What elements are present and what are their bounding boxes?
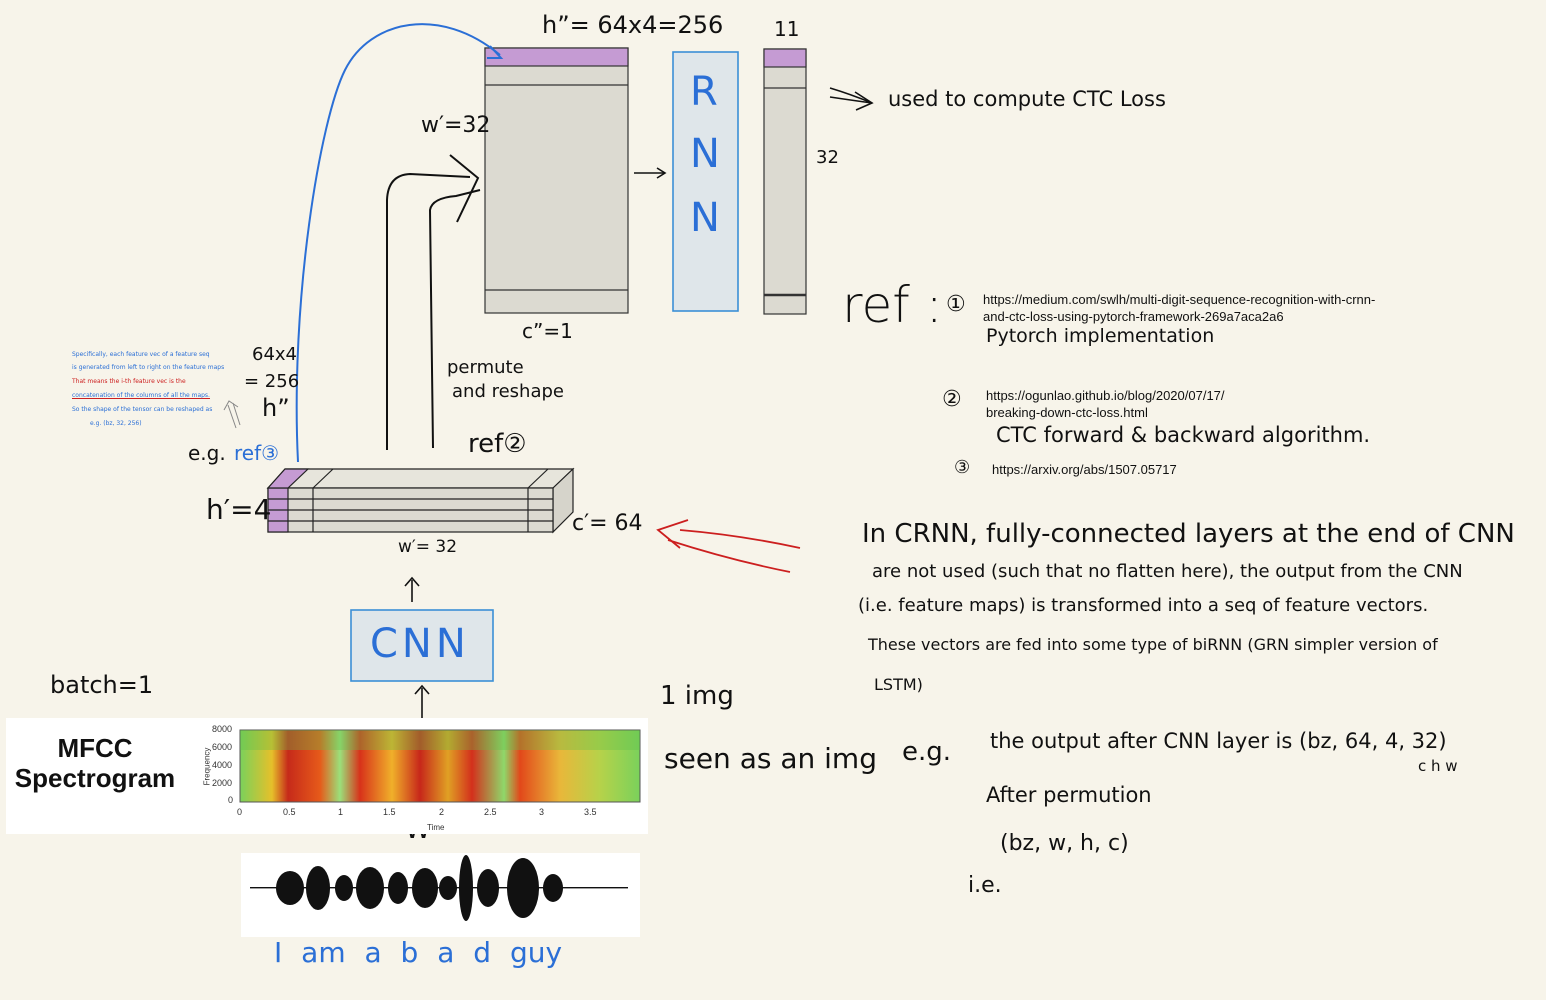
- xtick-0-5: 0.5: [283, 807, 296, 817]
- waveform-burst: [388, 872, 408, 904]
- waveform-baseline: [250, 887, 628, 889]
- ref1-num: ①: [946, 292, 966, 317]
- feature-map-block: [266, 467, 575, 534]
- crnn-note-line4: These vectors are fed into some type of …: [868, 635, 1438, 654]
- shape-eg: e.g.: [902, 737, 952, 767]
- ref3-num: ③: [954, 457, 971, 478]
- w-prime-top-label: w′=32: [421, 113, 491, 138]
- spectrogram-top-band: [240, 730, 640, 750]
- spectrogram-title-line1: MFCC: [57, 733, 133, 763]
- refs-title: ref :: [842, 276, 943, 334]
- transcript: I am a b a d guy: [274, 936, 563, 969]
- permute-arrow: [386, 154, 481, 450]
- crnn-note-line5: LSTM): [874, 675, 923, 694]
- red-arrow: [656, 519, 801, 573]
- spectrogram-title-line2: Spectrogram: [14, 763, 176, 793]
- output-box: [763, 48, 807, 315]
- left-note-line6: e.g. (bz, 32, 256): [90, 420, 142, 427]
- feature-sequence-box: [484, 47, 629, 314]
- ref1-url-line1[interactable]: https://medium.com/swlh/multi-digit-sequ…: [983, 292, 1376, 307]
- xtick-1: 1: [338, 807, 344, 817]
- ctc-note: used to compute CTC Loss: [888, 87, 1166, 111]
- batch-note: batch=1: [50, 671, 154, 699]
- c-prime-label: c′= 64: [572, 511, 643, 536]
- ref2-url-line2[interactable]: breaking-down-ctc-loss.html: [986, 405, 1148, 420]
- arrow-to-rnn: [634, 167, 667, 179]
- left-note-line3: That means the i-th feature vec is the: [72, 378, 186, 385]
- waveform-burst: [439, 876, 457, 900]
- waveform-burst: [543, 874, 563, 902]
- crnn-note-line2: are not used (such that no flatten here)…: [872, 561, 1463, 582]
- waveform-burst: [306, 866, 330, 910]
- ref2-url-line1[interactable]: https://ogunlao.github.io/blog/2020/07/1…: [986, 388, 1225, 403]
- crnn-note-line3: (i.e. feature maps) is transformed into …: [858, 595, 1429, 616]
- ytick-2000: 2000: [212, 778, 233, 788]
- permute-note-line2: and reshape: [452, 381, 564, 402]
- waveform-burst: [459, 855, 473, 921]
- rnn-box: [672, 51, 739, 312]
- arrow-to-ctc: [829, 87, 874, 111]
- h-double-label: h”= 64x4=256: [542, 11, 724, 39]
- note-up-arrow: [223, 400, 241, 429]
- shape-tuple: (bz, w, h, c): [1000, 831, 1129, 856]
- ytick-4000: 4000: [212, 760, 233, 770]
- output-height-label: 32: [816, 147, 839, 168]
- waveform-burst: [507, 858, 539, 918]
- calc-line1: 64x4: [252, 344, 298, 365]
- h-prime-label: h′=4: [206, 493, 272, 526]
- waveform-burst: [477, 869, 499, 907]
- left-ref3: ref③: [234, 441, 280, 465]
- cnn-box: [350, 609, 494, 682]
- left-note-line2: is generated from left to right on the f…: [72, 364, 225, 371]
- ref1-url-line2[interactable]: and-ctc-loss-using-pytorch-framework-269…: [983, 309, 1284, 324]
- shape-sub: c h w: [1418, 757, 1458, 775]
- one-img-note: 1 img: [660, 681, 734, 711]
- calc-line3: h”: [262, 394, 290, 422]
- output-width-label: 11: [774, 17, 800, 41]
- ytick-6000: 6000: [212, 742, 233, 752]
- cnn-up-arrows: [404, 576, 430, 718]
- xtick-2-5: 2.5: [484, 807, 497, 817]
- crnn-note-line1: In CRNN, fully-connected layers at the e…: [862, 519, 1515, 549]
- left-eg: e.g.: [188, 441, 226, 465]
- ref2-num: ②: [942, 387, 962, 412]
- left-note-line1: Specifically, each feature vec of a feat…: [72, 351, 210, 358]
- xtick-1-5: 1.5: [383, 807, 396, 817]
- rnn-letter-n1: N: [690, 131, 720, 177]
- reshape-curve-arrow: [295, 23, 504, 463]
- spectrogram-heatmap: [239, 729, 641, 803]
- waveform-burst: [356, 867, 384, 909]
- ytick-0: 0: [228, 795, 234, 805]
- spectrogram-xlabel: Time: [427, 823, 445, 832]
- ref3-url[interactable]: https://arxiv.org/abs/1507.05717: [992, 462, 1177, 477]
- cnn-label: CNN: [370, 621, 470, 667]
- shape-line1: the output after CNN layer is (bz, 64, 4…: [990, 729, 1447, 753]
- waveform-burst: [412, 868, 438, 908]
- xtick-2: 2: [439, 807, 445, 817]
- xtick-0: 0: [237, 807, 243, 817]
- left-note-line4: concatenation of the columns of all the …: [72, 392, 210, 399]
- ref1-note: Pytorch implementation: [986, 325, 1215, 347]
- ref2-note: CTC forward & backward algorithm.: [996, 423, 1371, 447]
- ytick-8000: 8000: [212, 724, 233, 734]
- rnn-letter-n2: N: [690, 195, 720, 241]
- rnn-letter-r: R: [690, 69, 718, 115]
- ref2-label: ref②: [468, 429, 527, 459]
- xtick-3-5: 3.5: [584, 807, 597, 817]
- c-double-label: c”=1: [522, 319, 573, 343]
- seen-as-img-note: seen as an img: [664, 742, 877, 775]
- waveform-burst: [335, 875, 353, 901]
- left-note-line5: So the shape of the tensor can be reshap…: [72, 406, 213, 413]
- shape-after: After permution: [986, 783, 1152, 807]
- w-prime-label: w′= 32: [398, 537, 458, 557]
- shape-ie: i.e.: [968, 873, 1002, 898]
- xtick-3: 3: [539, 807, 545, 817]
- calc-line2: = 256: [244, 371, 300, 392]
- permute-note-line1: permute: [447, 357, 524, 378]
- waveform-burst: [276, 871, 304, 905]
